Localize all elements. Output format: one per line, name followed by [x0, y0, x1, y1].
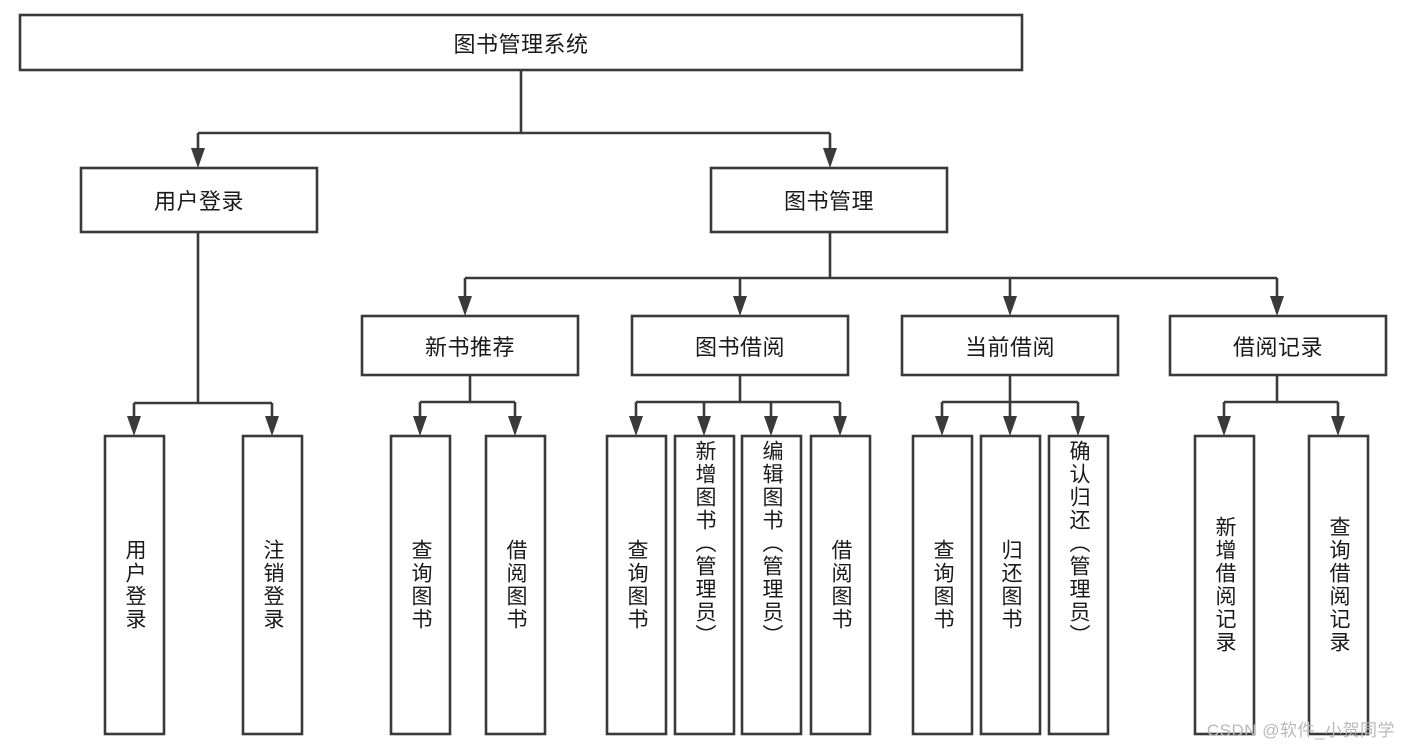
node-leaf-query-book-1[interactable] [389, 434, 452, 736]
arrow-head-current-borrow [1003, 296, 1017, 316]
node-borrow-record[interactable] [1168, 314, 1388, 377]
arrow-head-leaf-query-record [1331, 416, 1345, 436]
node-user-login[interactable] [79, 166, 319, 234]
arrow-head-leaf-edit-book [764, 416, 778, 436]
arrow-head-leaf-add-record [1217, 416, 1231, 436]
arrow-head-leaf-query-book-2 [629, 416, 643, 436]
node-leaf-borrow-book-2[interactable] [809, 434, 872, 736]
node-book-manage[interactable] [709, 166, 949, 234]
node-leaf-query-book-3[interactable] [911, 434, 974, 736]
arrow-head-new-book-recommend [458, 296, 472, 316]
arrow-head-user-login [191, 148, 205, 168]
connector-layer [127, 70, 1345, 436]
node-leaf-user-login[interactable] [103, 434, 166, 736]
node-leaf-add-book[interactable] [673, 434, 736, 736]
arrow-head-leaf-confirm-return [1071, 416, 1085, 436]
node-leaf-borrow-book-1[interactable] [484, 434, 547, 736]
node-leaf-query-book-2[interactable] [605, 434, 668, 736]
arrow-head-leaf-borrow-book-2 [833, 416, 847, 436]
arrow-head-leaf-user-login [127, 416, 141, 436]
node-leaf-confirm-return[interactable] [1047, 434, 1110, 736]
node-current-borrow[interactable] [900, 314, 1120, 377]
node-leaf-query-record[interactable] [1307, 434, 1370, 736]
node-new-book-recommend[interactable] [360, 314, 580, 377]
arrow-head-book-manage [823, 148, 837, 168]
node-leaf-return-book[interactable] [979, 434, 1042, 736]
arrow-head-leaf-logout-login [265, 416, 279, 436]
arrow-head-leaf-query-book-1 [413, 416, 427, 436]
node-leaf-edit-book[interactable] [740, 434, 803, 736]
arrow-head-leaf-return-book [1003, 416, 1017, 436]
arrow-head-book-borrow [733, 296, 747, 316]
watermark-text: CSDN @软件_小贺同学 [1206, 721, 1395, 740]
arrow-head-borrow-record [1270, 296, 1284, 316]
node-book-borrow[interactable] [630, 314, 850, 377]
arrow-head-leaf-borrow-book-1 [508, 416, 522, 436]
node-leaf-add-record[interactable] [1193, 434, 1256, 736]
node-root[interactable] [18, 13, 1024, 72]
node-leaf-logout-login[interactable] [241, 434, 304, 736]
arrow-head-leaf-add-book [697, 416, 711, 436]
arrow-head-leaf-query-book-3 [935, 416, 949, 436]
node-layer [18, 13, 1388, 736]
